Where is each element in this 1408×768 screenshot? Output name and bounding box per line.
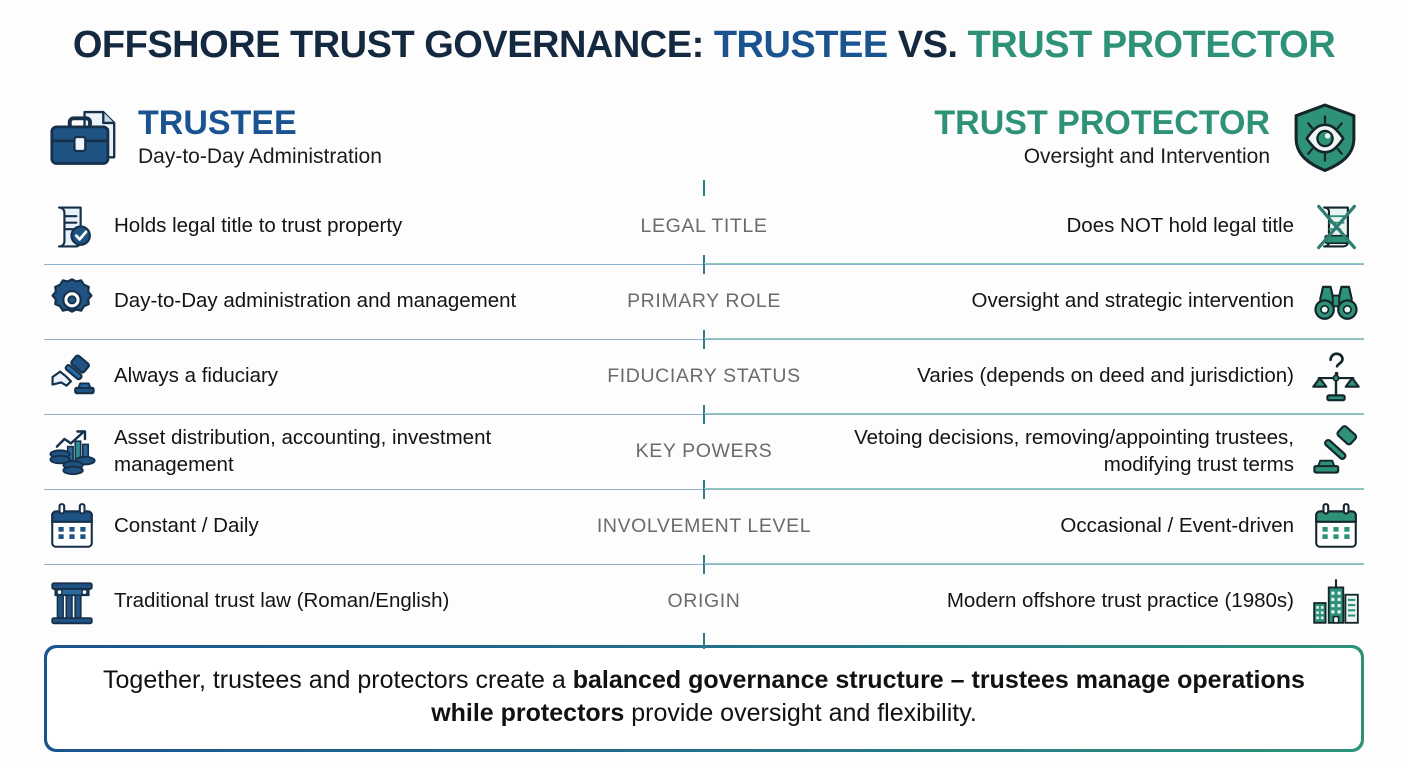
column-headers: TRUSTEE Day-to-Day Administration TRUST … (0, 85, 1408, 189)
row-5-right: Modern offshore trust practice (1980s) (819, 565, 1364, 639)
row-1-right: Oversight and strategic intervention (819, 265, 1364, 339)
summary-seg-1: Together, trustees and protectors create… (103, 665, 573, 694)
header-protector-text: TRUST PROTECTOR Oversight and Interventi… (934, 103, 1270, 170)
row-0-left-text: Holds legal title to trust property (114, 214, 403, 238)
row-2-label-cell: FIDUCIARY STATUS (589, 329, 819, 424)
row-2-left-text: Always a fiduciary (114, 364, 279, 388)
title-part-protector: TRUST PROTECTOR (967, 24, 1336, 67)
row-2-right-text: Varies (depends on deed and jurisdiction… (917, 364, 1294, 388)
classical-column-icon (44, 574, 100, 630)
table-row: Asset distribution, accounting, investme… (44, 404, 1364, 499)
row-4-left-text: Constant / Daily (114, 514, 259, 538)
row-2-right: Varies (depends on deed and jurisdiction… (819, 340, 1364, 414)
summary-banner-wrap: Together, trustees and protectors create… (0, 639, 1408, 768)
table-row: Holds legal title to trust property LEGA… (44, 179, 1364, 274)
row-1-label-cell: PRIMARY ROLE (589, 254, 819, 349)
header-protector-subtitle: Oversight and Intervention (1023, 145, 1270, 169)
header-trustee-subtitle: Day-to-Day Administration (138, 145, 382, 169)
handshake-gavel-icon (44, 349, 100, 405)
header-protector: TRUST PROTECTOR Oversight and Interventi… (709, 98, 1364, 176)
row-5-right-text: Modern offshore trust practice (1980s) (946, 589, 1294, 613)
row-0-label: LEGAL TITLE (640, 215, 768, 237)
summary-banner-inner: Together, trustees and protectors create… (47, 647, 1361, 749)
center-divider-segment (703, 179, 705, 196)
row-1-left-text: Day-to-Day administration and management (114, 289, 517, 313)
center-divider-segment (703, 329, 705, 346)
summary-text: Together, trustees and protectors create… (87, 664, 1321, 732)
row-1-label: PRIMARY ROLE (627, 290, 781, 312)
table-row: Constant / Daily INVOLVEMENT LEVEL Occas… (44, 479, 1364, 574)
row-3-label-cell: KEY POWERS (589, 404, 819, 499)
calendar-icon (1308, 499, 1364, 555)
summary-seg-3: provide oversight and flexibility. (624, 699, 977, 728)
gavel-icon (1308, 424, 1364, 480)
summary-seg-2-bold: balanced governance structure – trustees… (431, 665, 1305, 728)
center-divider-segment (703, 254, 705, 271)
row-0-left: Holds legal title to trust property (44, 190, 589, 264)
row-2-left: Always a fiduciary (44, 340, 589, 414)
row-3-label: KEY POWERS (635, 440, 773, 462)
header-trustee-text: TRUSTEE Day-to-Day Administration (138, 103, 382, 170)
table-row: Day-to-Day administration and management… (44, 254, 1364, 349)
row-4-left: Constant / Daily (44, 490, 589, 564)
center-divider-segment (703, 554, 705, 571)
title-part-1: OFFSHORE TRUST GOVERNANCE: (72, 24, 704, 67)
document-check-icon (44, 199, 100, 255)
row-4-label-cell: INVOLVEMENT LEVEL (589, 479, 819, 574)
row-0-label-cell: LEGAL TITLE (589, 179, 819, 274)
calendar-icon (44, 499, 100, 555)
gear-icon (44, 274, 100, 330)
row-3-left: Asset distribution, accounting, investme… (44, 415, 589, 489)
header-protector-title: TRUST PROTECTOR (934, 103, 1270, 142)
document-crossed-out-icon (1308, 199, 1364, 255)
shield-eye-icon (1286, 98, 1364, 176)
center-divider-segment (703, 479, 705, 496)
title-part-vs: VS. (897, 24, 958, 67)
row-5-label: ORIGIN (667, 590, 741, 612)
title-part-trustee: TRUSTEE (713, 24, 888, 67)
row-5-label-cell: ORIGIN (589, 554, 819, 649)
summary-banner: Together, trustees and protectors create… (44, 644, 1364, 752)
comparison-rows: Holds legal title to trust property LEGA… (0, 179, 1408, 649)
row-5-left-text: Traditional trust law (Roman/English) (114, 589, 450, 613)
row-3-left-text: Asset distribution, accounting, investme… (114, 426, 492, 476)
row-3-right-text: Vetoing decisions, removing/appointing t… (854, 426, 1294, 476)
row-2-label: FIDUCIARY STATUS (607, 365, 801, 387)
row-3-right: Vetoing decisions, removing/appointing t… (819, 415, 1364, 489)
binoculars-icon (1308, 274, 1364, 330)
briefcase-documents-icon (44, 98, 122, 176)
header-trustee: TRUSTEE Day-to-Day Administration (44, 98, 699, 176)
scales-question-icon (1308, 349, 1364, 405)
row-1-left: Day-to-Day administration and management (44, 265, 589, 339)
row-1-right-text: Oversight and strategic intervention (971, 289, 1294, 313)
center-divider-segment (703, 632, 705, 649)
row-4-right-text: Occasional / Event-driven (1060, 514, 1294, 538)
table-row: Traditional trust law (Roman/English) OR… (44, 554, 1364, 649)
row-4-right: Occasional / Event-driven (819, 490, 1364, 564)
row-0-right: Does NOT hold legal title (819, 190, 1364, 264)
header-trustee-title: TRUSTEE (138, 103, 297, 142)
row-0-right-text: Does NOT hold legal title (1066, 214, 1294, 238)
row-4-label: INVOLVEMENT LEVEL (596, 515, 812, 537)
table-row: Always a fiduciary FIDUCIARY STATUS Vari… (44, 329, 1364, 424)
city-buildings-icon (1308, 574, 1364, 630)
center-divider-segment (703, 404, 705, 421)
coins-growth-chart-icon (44, 424, 100, 480)
page-title: OFFSHORE TRUST GOVERNANCE: TRUSTEE VS. T… (0, 0, 1408, 85)
row-5-left: Traditional trust law (Roman/English) (44, 565, 589, 639)
